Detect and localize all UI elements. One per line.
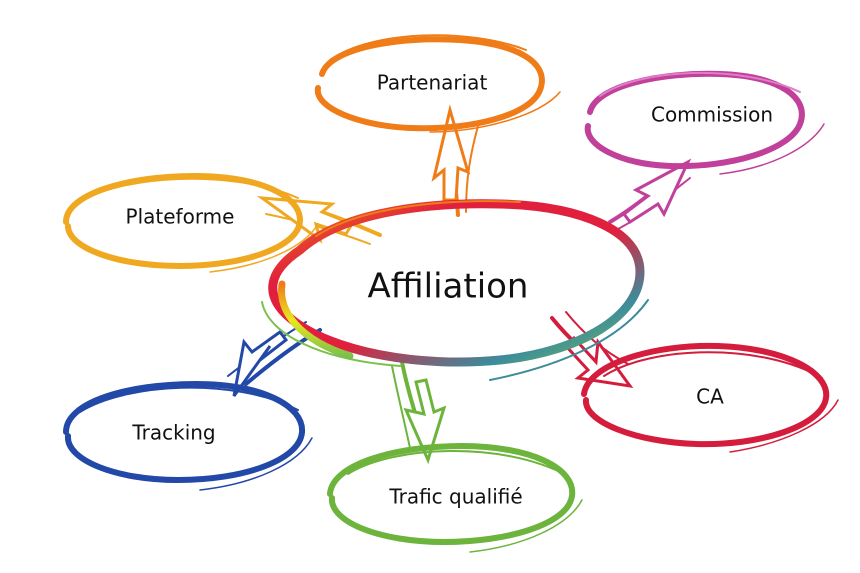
label-ca: CA <box>696 385 724 409</box>
label-plateforme: Plateforme <box>126 205 235 229</box>
node-affiliation-center: Affiliation <box>261 199 649 381</box>
node-trafic: Trafic qualifié <box>327 442 583 553</box>
node-tracking: Tracking <box>63 380 313 491</box>
label-tracking: Tracking <box>131 421 215 445</box>
label-affiliation: Affiliation <box>368 267 529 307</box>
label-trafic: Trafic qualifié <box>388 485 522 509</box>
arrow-to-commission <box>608 158 692 231</box>
node-plateforme: Plateforme <box>63 172 319 273</box>
label-partenariat: Partenariat <box>377 71 488 95</box>
node-ca: CA <box>581 342 839 453</box>
arrow-to-trafic <box>391 360 447 465</box>
node-partenariat: Partenariat <box>314 34 561 133</box>
node-commission: Commission <box>584 70 825 175</box>
label-commission: Commission <box>651 103 773 127</box>
